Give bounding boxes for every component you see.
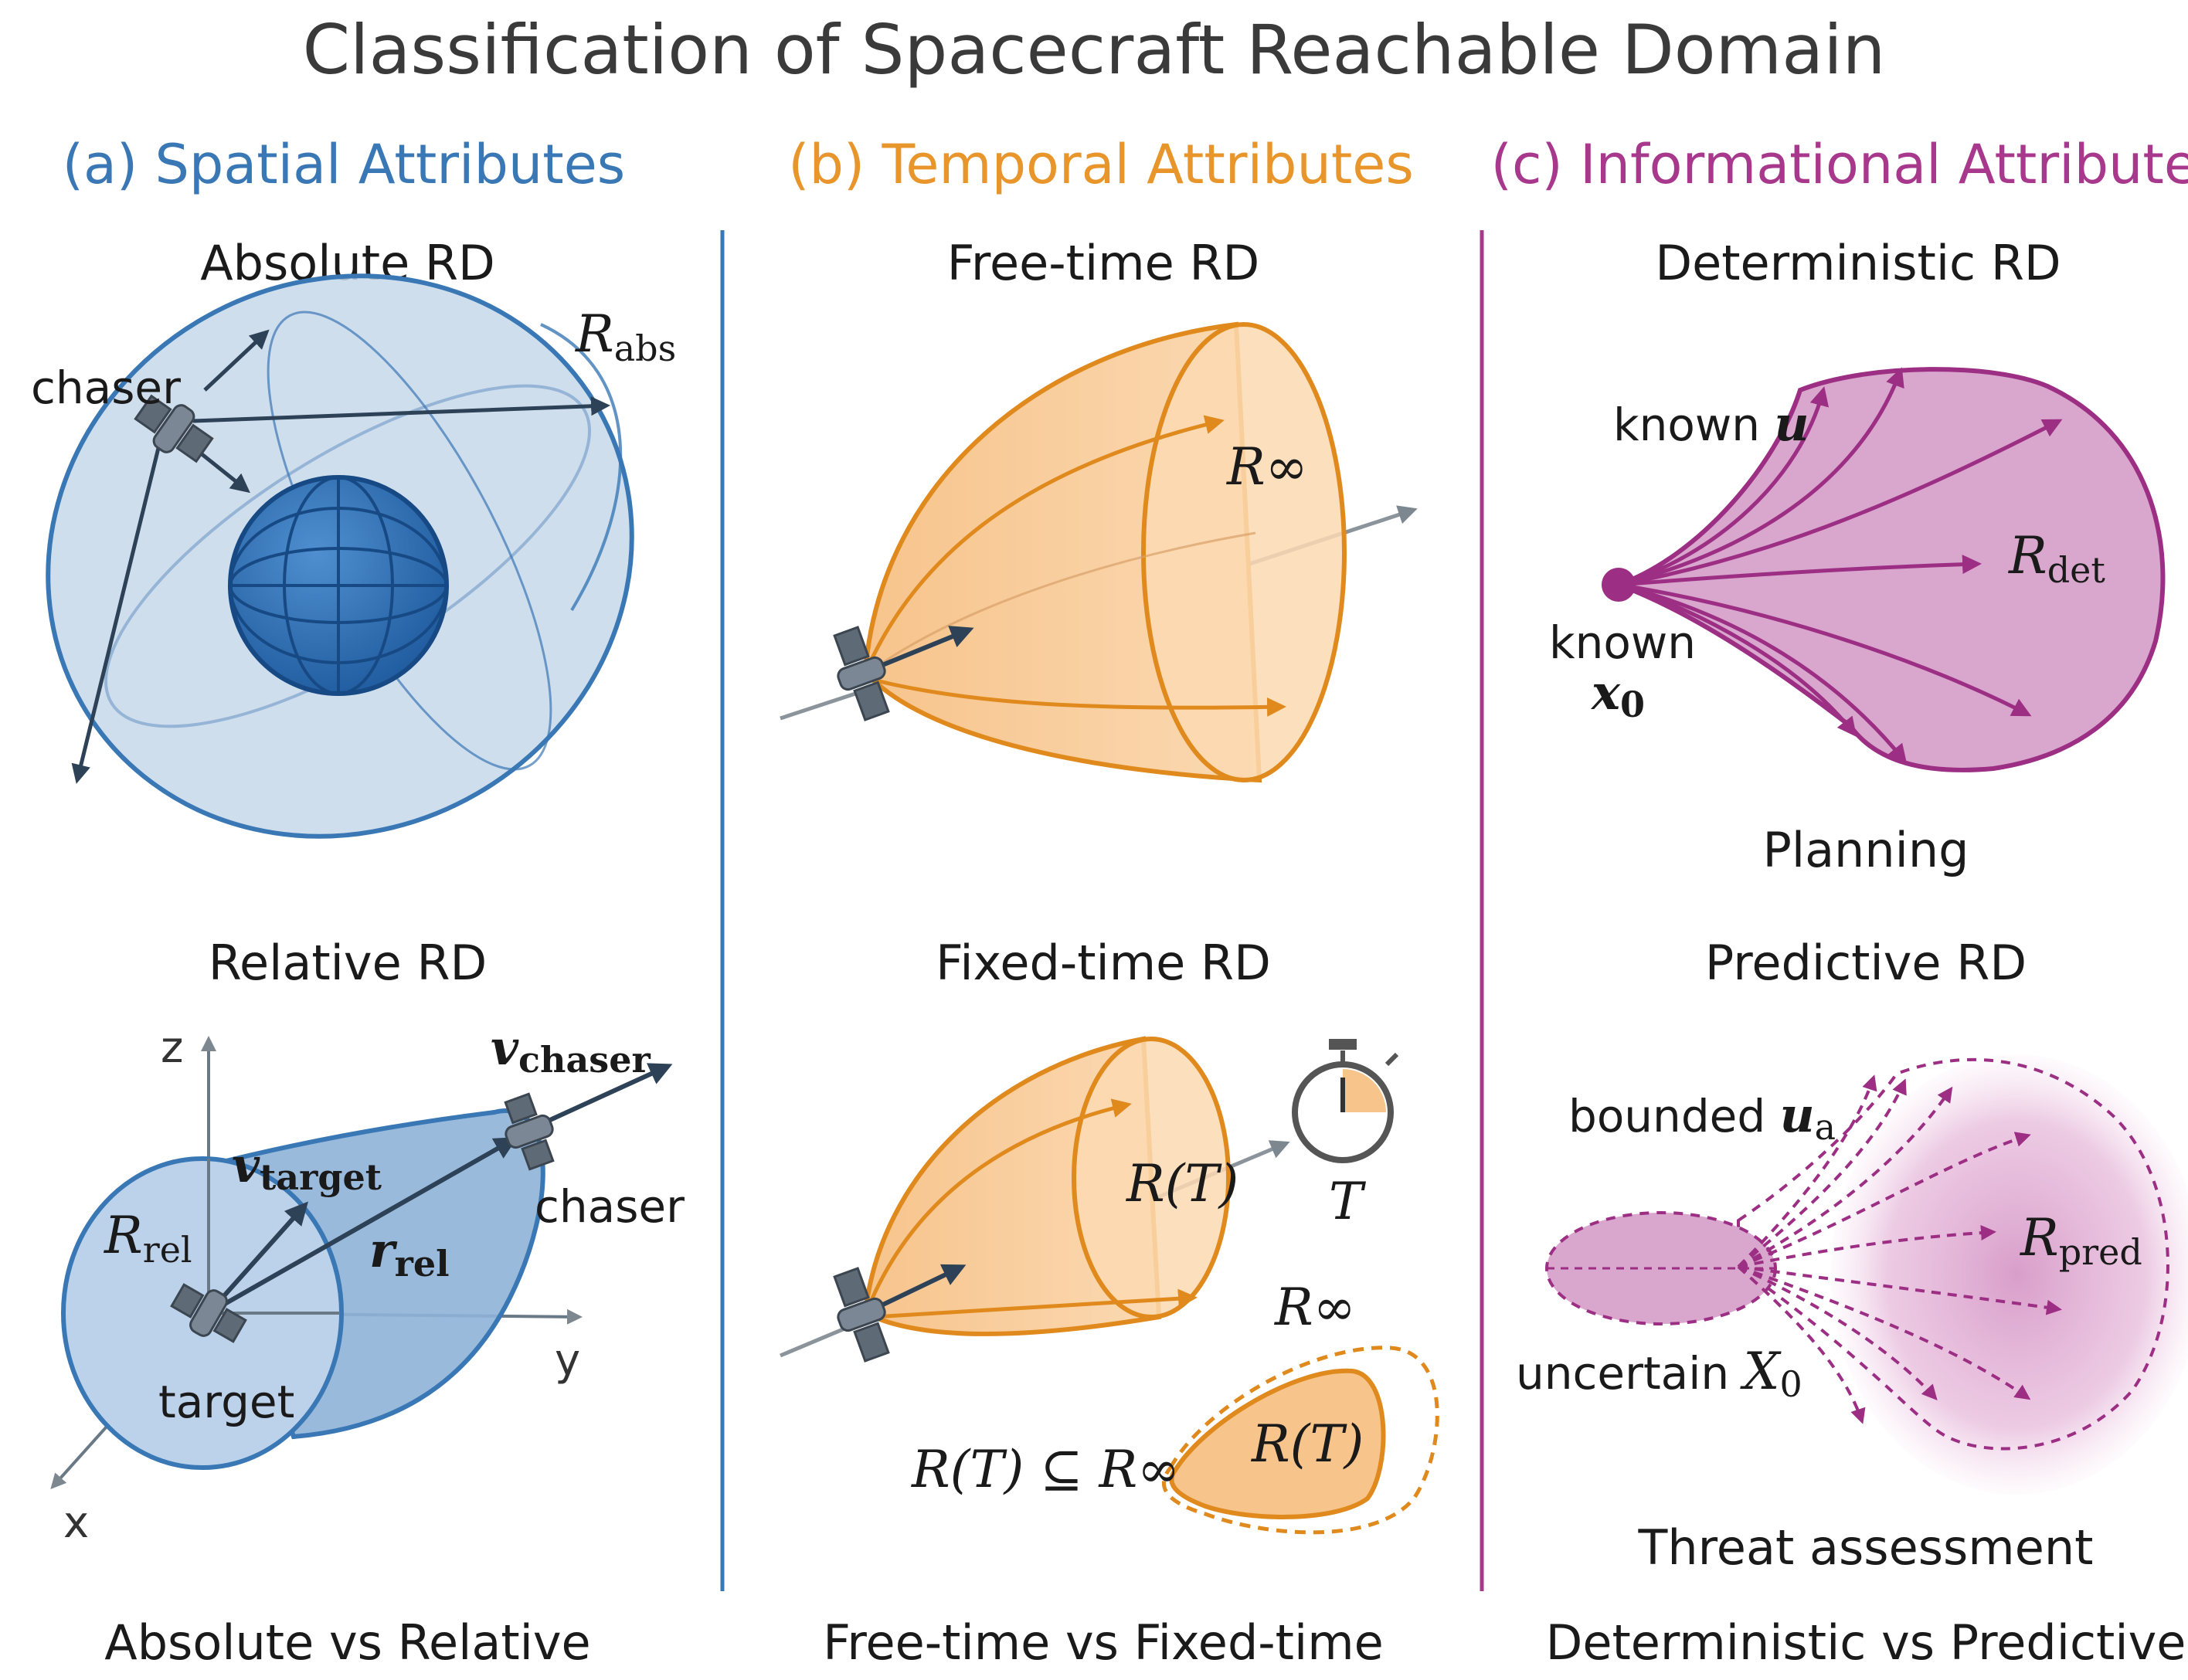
free-time-cap xyxy=(1141,322,1347,782)
fixed-time-arrow-bottom xyxy=(872,1288,1198,1319)
chaser-spacecraft-icon xyxy=(134,394,214,463)
free-time-rd-diagram xyxy=(780,321,1418,783)
free-time-arrow-bottom xyxy=(872,677,1286,717)
fixed-time-rd-diagram xyxy=(780,1036,1439,1535)
clock-t-label: T xyxy=(1329,1172,1367,1231)
r-det-label: Rdet xyxy=(2008,526,2105,591)
outer-r-infinity-label: R∞ xyxy=(1274,1278,1356,1337)
threat-assessment-caption: Threat assessment xyxy=(1638,1519,2094,1576)
deterministic-rd-diagram xyxy=(1602,367,2166,772)
v-chaser-arrow xyxy=(532,1063,673,1130)
predictive-arrows xyxy=(1737,1074,2062,1424)
predictive-glow xyxy=(1831,1054,2188,1495)
footer-temporal: Free-time vs Fixed-time xyxy=(823,1614,1384,1671)
absolute-rd-diagram xyxy=(46,273,634,839)
arrow-to-rabs xyxy=(192,396,610,423)
deterministic-arrows xyxy=(1618,367,2063,764)
arrow-up xyxy=(203,329,270,392)
figure-title: Classification of Spacecraft Reachable D… xyxy=(303,10,1886,90)
r-infinity-label: R∞ xyxy=(1226,437,1308,497)
r-rel-arrow xyxy=(207,1137,518,1315)
predictive-rd-title: Predictive RD xyxy=(1705,935,2027,991)
r-t-cap-label: R(T) xyxy=(1126,1154,1238,1213)
fixed-time-spacecraft-icon xyxy=(833,1267,890,1363)
heading-informational: (c) Informational Attributes xyxy=(1491,133,2188,196)
target-spacecraft-icon xyxy=(170,1283,247,1343)
target-label: target xyxy=(158,1376,294,1428)
v-chaser-label: vchaser xyxy=(491,1020,651,1081)
y-axis-label: y xyxy=(555,1336,580,1386)
known-x0-text: known xyxy=(1549,616,1696,669)
r-pred-label: Rpred xyxy=(2020,1208,2142,1273)
free-time-arrow-top xyxy=(867,415,1225,666)
inner-r-t-region xyxy=(1169,1368,1386,1519)
relative-rd-diagram xyxy=(50,1036,673,1489)
subset-relation-label: R(T) ⊆ R∞ xyxy=(911,1440,1180,1499)
heading-spatial: (a) Spatial Attributes xyxy=(63,133,626,196)
known-u-label: known u xyxy=(1613,395,1809,452)
outer-r-infinity-region xyxy=(1161,1346,1439,1535)
z-axis-label: z xyxy=(161,1023,183,1073)
deterministic-rd-title: Deterministic RD xyxy=(1655,235,2061,291)
r-rel-region-label: Rrel xyxy=(104,1206,192,1271)
footer-informational: Deterministic vs Predictive xyxy=(1546,1614,2186,1671)
relative-rd-title: Relative RD xyxy=(209,935,488,991)
stopwatch-icon xyxy=(1292,1039,1399,1163)
relative-chaser-label: chaser xyxy=(535,1180,685,1233)
free-time-inner-line xyxy=(868,531,1256,674)
fixed-time-arrow-top xyxy=(867,1098,1132,1306)
bounded-ua-label: bounded ua xyxy=(1568,1087,1836,1148)
known-x0-point xyxy=(1602,568,1636,602)
absolute-rd-rim xyxy=(540,323,623,612)
footer-spatial: Absolute vs Relative xyxy=(104,1614,590,1671)
x-axis-label: x xyxy=(63,1498,89,1548)
earth-globe-icon xyxy=(228,475,449,696)
uncertain-x0-label: uncertain X0 xyxy=(1516,1342,1802,1405)
v-target-label: vtarget xyxy=(232,1137,382,1198)
free-time-spacecraft-icon xyxy=(833,626,890,721)
arrow-down-left xyxy=(71,447,161,784)
r-abs-label: Rabs xyxy=(575,304,676,369)
r-rel-vector-label: rrel xyxy=(369,1222,450,1285)
inner-r-t-label: R(T) xyxy=(1251,1414,1364,1474)
predictive-rd-diagram xyxy=(1545,1054,2188,1495)
planning-caption: Planning xyxy=(1762,822,1969,878)
free-time-rd-title: Free-time RD xyxy=(947,235,1260,291)
heading-temporal: (b) Temporal Attributes xyxy=(788,133,1414,196)
absolute-chaser-label: chaser xyxy=(31,361,181,414)
fixed-time-rd-title: Fixed-time RD xyxy=(936,935,1271,991)
relative-chaser-spacecraft-icon xyxy=(504,1092,555,1171)
known-x0-symbol: x0 xyxy=(1590,664,1645,725)
